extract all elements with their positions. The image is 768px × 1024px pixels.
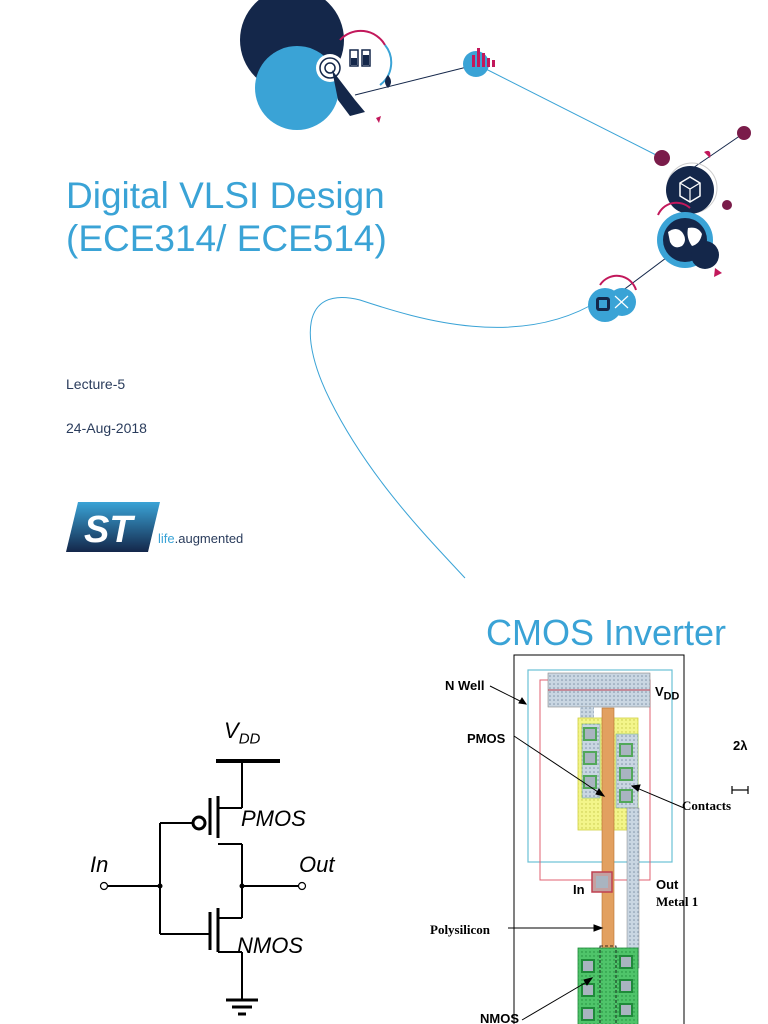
decorative-graphics bbox=[240, 0, 751, 579]
globe-icon bbox=[657, 212, 719, 269]
schematic-in-label: In bbox=[90, 852, 109, 877]
slide-title: Digital VLSI Design (ECE314/ ECE514) bbox=[66, 174, 387, 260]
touch-icon bbox=[316, 54, 365, 116]
layout-polysilicon-label: Polysilicon bbox=[430, 922, 490, 937]
layout-metal1-label: Metal 1 bbox=[656, 894, 699, 909]
st-logo-mark: ST bbox=[66, 502, 160, 552]
schematic-nmos-label: NMOS bbox=[237, 933, 303, 958]
layout-scale-label: 2λ bbox=[733, 738, 748, 753]
title-slide: Digital VLSI Design (ECE314/ ECE514) Lec… bbox=[66, 0, 751, 579]
title-line-2: (ECE314/ ECE514) bbox=[66, 218, 387, 259]
chip-icon bbox=[588, 274, 637, 322]
layout-in-label: In bbox=[573, 882, 585, 897]
schematic-vdd-label: VDD bbox=[224, 718, 261, 748]
layout-nwell-label: N Well bbox=[445, 678, 485, 693]
layout-pmos-label: PMOS bbox=[467, 731, 506, 746]
battery-icon bbox=[339, 29, 393, 88]
schematic-out-label: Out bbox=[299, 852, 335, 877]
inverter-schematic bbox=[99, 759, 307, 1016]
equalizer-icon bbox=[463, 48, 495, 77]
schematic-pmos-label: PMOS bbox=[241, 806, 306, 831]
date-label: 24-Aug-2018 bbox=[66, 420, 147, 436]
layout-contacts-label: Contacts bbox=[682, 798, 732, 813]
decorative-curve bbox=[309, 297, 601, 579]
logo-tagline: life.augmented bbox=[158, 531, 244, 546]
title-line-1: Digital VLSI Design bbox=[66, 175, 385, 216]
layout-out-label: Out bbox=[656, 877, 679, 892]
st-logo: ST life.augmented bbox=[66, 502, 266, 554]
layout-nmos-label: NMOS bbox=[480, 1011, 519, 1024]
cmos-inverter-slide: CMOS Inverter bbox=[0, 590, 768, 1024]
svg-text:ST: ST bbox=[84, 509, 135, 551]
lecture-label: Lecture-5 bbox=[66, 376, 126, 392]
layout-vdd-label: VDD bbox=[655, 684, 680, 703]
slide-title: CMOS Inverter bbox=[486, 612, 727, 653]
inverter-layout bbox=[489, 654, 749, 1024]
